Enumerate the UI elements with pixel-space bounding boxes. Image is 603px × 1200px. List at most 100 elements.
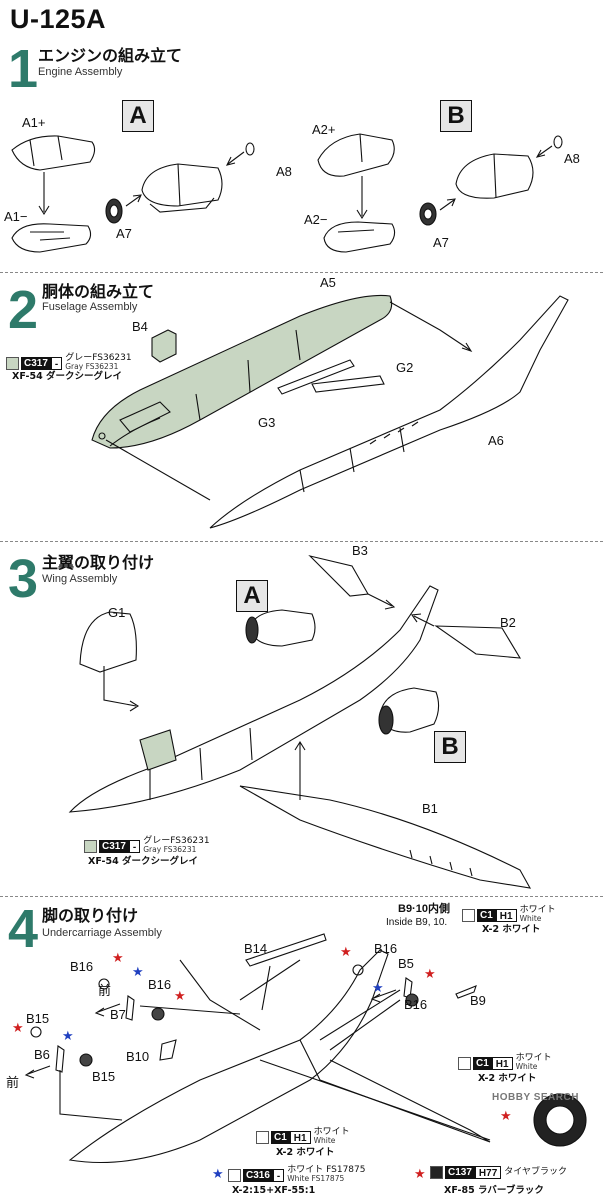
- part-label: A8: [564, 151, 580, 166]
- paint-name-jp: グレーFS36231: [143, 836, 210, 846]
- paint-name-jp: ホワイト: [519, 905, 556, 915]
- paint-swatch: [458, 1056, 471, 1070]
- step-title-jp: エンジンの組み立て: [38, 46, 183, 65]
- paint-code-h: H77: [474, 1166, 502, 1179]
- paint-star-red-icon: ★: [112, 951, 124, 966]
- paint-code-h: -: [272, 1168, 285, 1182]
- part-label: B7: [110, 1007, 126, 1022]
- paint-star-red-icon: ★: [12, 1021, 24, 1036]
- paint-code-h: H1: [495, 908, 517, 922]
- part-label: B16: [70, 959, 94, 974]
- part-label: A8: [276, 164, 292, 179]
- step-title-jp: 脚の取り付け: [42, 906, 139, 925]
- paint-star-red-icon: ★: [500, 1109, 512, 1124]
- part-label: A2+: [312, 122, 336, 137]
- part-label: B5: [398, 956, 414, 971]
- step-title-en: Engine Assembly: [38, 66, 123, 78]
- paint-name-en: White FS17875: [287, 1174, 345, 1183]
- forward-arrow-label: 前: [6, 1075, 20, 1090]
- paint-alt: XF-85 ラバーブラック: [444, 1185, 544, 1196]
- paint-name-en: White: [313, 1136, 336, 1145]
- part-label: B15: [92, 1069, 116, 1084]
- paint-code: C317: [21, 356, 51, 370]
- b910-note-en: Inside B9, 10.: [386, 917, 448, 928]
- part-label: B16: [148, 977, 172, 992]
- paint-star-blue-icon: ★: [212, 1167, 224, 1182]
- paint-name-jp: ホワイト: [313, 1127, 350, 1137]
- section-divider: [0, 541, 603, 542]
- assembly-b-label: B: [440, 100, 472, 132]
- paint-star-red-icon: ★: [340, 945, 352, 960]
- paint-alt: XF-54 ダークシーグレイ: [12, 371, 122, 382]
- step-number: 4: [8, 899, 39, 959]
- paint-name-jp: ホワイト FS17875: [287, 1165, 366, 1175]
- part-label: G3: [258, 415, 276, 430]
- paint-name-jp: グレーFS36231: [65, 353, 132, 363]
- paint-star-blue-icon: ★: [372, 981, 384, 996]
- paint-code: C317: [99, 839, 129, 853]
- step-title-jp: 主翼の取り付け: [42, 553, 155, 572]
- forward-arrow-label: 前: [98, 983, 112, 998]
- part-label: A5: [320, 275, 336, 290]
- paint-name-jp: タイヤブラック: [504, 1167, 567, 1177]
- part-label: G2: [396, 360, 414, 375]
- step-number: 2: [8, 280, 39, 340]
- part-label: A7: [433, 235, 449, 250]
- part-label: B6: [34, 1047, 50, 1062]
- part-label: B10: [126, 1049, 150, 1064]
- paint-star-red-icon: ★: [414, 1167, 426, 1182]
- b910-note-jp: B9·10内側: [398, 903, 450, 915]
- step-number: 1: [8, 39, 39, 99]
- section-divider: [0, 272, 603, 273]
- paint-swatch: [228, 1168, 241, 1182]
- step-title-en: Fuselage Assembly: [42, 301, 138, 313]
- paint-name-jp: ホワイト: [515, 1053, 552, 1063]
- paint-code: C137: [445, 1166, 475, 1179]
- paint-code-h: H1: [491, 1056, 513, 1070]
- assembly-b-label: B: [434, 731, 466, 763]
- paint-code: C1: [473, 1056, 492, 1070]
- step-number: 3: [8, 549, 39, 609]
- paint-star-red-icon: ★: [424, 967, 436, 982]
- paint-swatch: [84, 839, 97, 853]
- part-label: B2: [500, 615, 516, 630]
- part-label: B16: [374, 941, 398, 956]
- paint-code: C1: [271, 1130, 290, 1144]
- paint-alt: X-2 ホワイト: [276, 1147, 335, 1158]
- assembly-a-label: A: [236, 580, 268, 612]
- paint-star-blue-icon: ★: [62, 1029, 74, 1044]
- paint-code-h: -: [50, 356, 63, 370]
- part-label: B1: [422, 801, 438, 816]
- part-label: G1: [108, 605, 126, 620]
- watermark-logo: HOBBY SEARCH: [492, 1092, 579, 1103]
- paint-swatch: [6, 356, 19, 370]
- assembly-a-label: A: [122, 100, 154, 132]
- part-label: A6: [488, 433, 504, 448]
- paint-name-en: White: [519, 914, 542, 923]
- part-label: B16: [404, 997, 428, 1012]
- part-label: B15: [26, 1011, 50, 1026]
- paint-swatch: [462, 908, 475, 922]
- section-divider: [0, 896, 603, 897]
- paint-name-en: White: [515, 1062, 538, 1071]
- part-label: B3: [352, 543, 368, 558]
- part-label: A2−: [304, 212, 328, 227]
- paint-name-en: Gray FS36231: [65, 362, 119, 371]
- paint-alt: X-2 ホワイト: [478, 1073, 537, 1084]
- part-label: B9: [470, 993, 486, 1008]
- paint-alt: XF-54 ダークシーグレイ: [88, 856, 198, 867]
